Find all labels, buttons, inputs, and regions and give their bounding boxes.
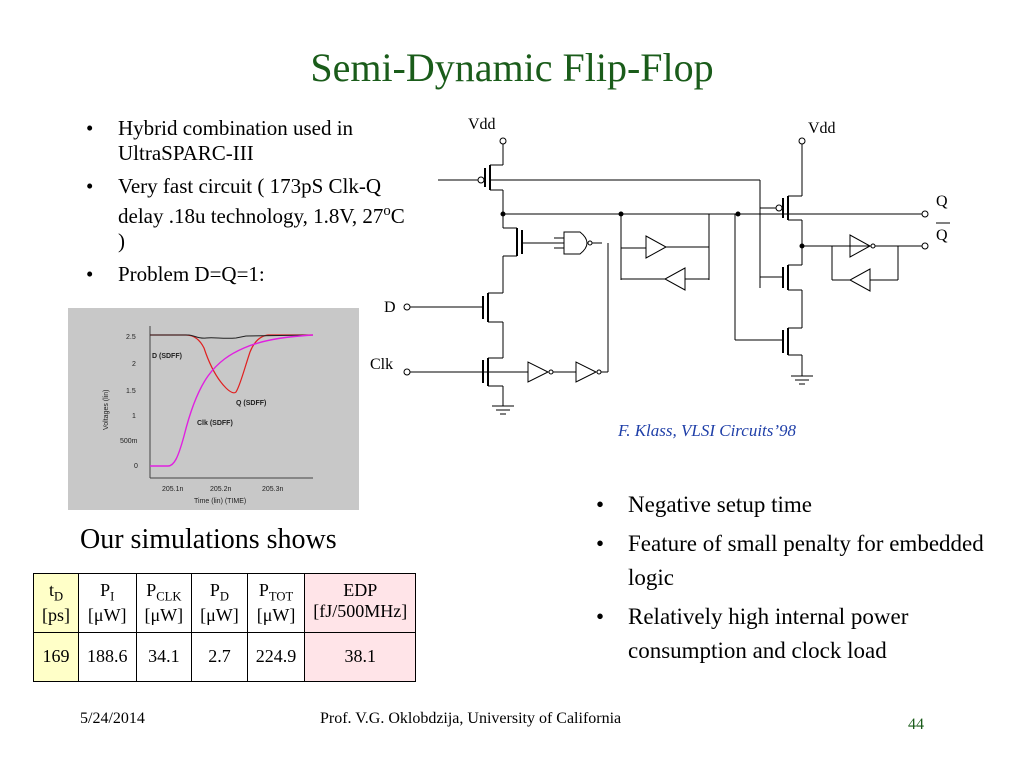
slide-title: Semi-Dynamic Flip-Flop [310, 45, 714, 90]
left-bullet-list: • Hybrid combination used in UltraSPARC-I… [80, 116, 410, 295]
q-label: Q [936, 193, 948, 210]
qbar-terminal [921, 242, 929, 250]
bullet-dot-icon: • [86, 174, 94, 198]
clk-trace [150, 334, 314, 467]
inverter [645, 235, 668, 259]
y-tick-label: 500m [120, 438, 138, 445]
header-cell-ptot: PTOT[μW] [246, 573, 306, 633]
y-tick-label: 1.5 [126, 388, 136, 395]
footer-author: Prof. V.G. Oklobdzija, University of Cal… [320, 710, 622, 727]
citation: F. Klass, VLSI Circuits’98 [618, 421, 797, 440]
bullet-text: Relatively high internal power consumpti… [628, 604, 909, 663]
vdd-terminal-left [499, 137, 507, 145]
header-cell-pi: PI[μW] [78, 573, 137, 633]
y-tick-label: 2.5 [126, 334, 136, 341]
q-trace [150, 334, 313, 394]
circuit-schematic: Vdd Vdd Q Q D Clk [370, 116, 950, 415]
bullet-text: Very fast circuit ( 173pS Clk-Q delay .1… [118, 174, 384, 228]
value-cell: 38.1 [304, 631, 417, 682]
temperature-unit: C ) [118, 204, 405, 253]
bullet-text: Problem D=Q=1: [118, 262, 265, 286]
plot-background [68, 308, 359, 510]
right-bullet-list: • Negative setup time • Feature of small p… [590, 488, 990, 673]
x-tick-label: 205.2n [210, 486, 232, 493]
bullet-dot-icon: • [596, 531, 605, 556]
d-trace [150, 334, 314, 339]
page-number: 44 [908, 716, 924, 733]
simulation-results-table: tD[ps] PI[μW] PCLK[μW] PD[μW] PTOT[μW] E… [33, 573, 417, 682]
header-cell-pd: PD[μW] [191, 573, 248, 633]
trace-label-q: Q (SDFF) [236, 400, 266, 407]
y-tick-label: 1 [132, 413, 136, 420]
y-axis-label: Voltages (lin) [103, 390, 110, 430]
qbar-label: Q [936, 227, 948, 244]
table-header-row: tD[ps] PI[μW] PCLK[μW] PD[μW] PTOT[μW] E… [33, 573, 417, 633]
inverter [575, 361, 598, 383]
bullet-text: Hybrid combination used in UltraSPARC-II… [118, 116, 354, 165]
bullet-item: • Hybrid combination used in UltraSPARC-I… [80, 116, 410, 166]
x-tick-label: 205.1n [162, 486, 184, 493]
vdd-terminal-right [798, 137, 806, 145]
value-cell: 224.9 [246, 631, 306, 682]
value-cell: 2.7 [191, 631, 248, 682]
header-cell-pclk: PCLK[μW] [135, 573, 193, 633]
clk-label: Clk [370, 356, 393, 373]
bullet-text: Feature of small penalty for embedded lo… [628, 531, 984, 590]
header-cell-td: tD[ps] [33, 573, 79, 633]
table-row: 169 188.6 34.1 2.7 224.9 38.1 [33, 631, 417, 682]
bullet-item: • Problem D=Q=1: [80, 262, 410, 287]
y-tick-label: 0 [134, 463, 138, 470]
waveform-plot: 2.5 2 1.5 1 500m 0 205.1n 205.2n 205.3n … [68, 308, 359, 510]
vdd-label-right: Vdd [808, 120, 836, 137]
trace-label-clk: Clk (SDFF) [197, 420, 233, 427]
x-axis-label: Time (lin) (TIME) [194, 498, 246, 505]
value-cell: 34.1 [135, 631, 193, 682]
header-cell-edp: EDP[fJ/500MHz] [304, 573, 417, 633]
bullet-dot-icon: • [86, 116, 94, 140]
footer-date: 5/24/2014 [80, 710, 145, 727]
bullet-item: • Relatively high internal power consumpt… [590, 600, 990, 668]
bullet-dot-icon: • [86, 262, 94, 286]
inverter [663, 267, 686, 291]
bullet-item: • Very fast circuit ( 173pS Clk-Q delay .… [80, 174, 410, 254]
simulation-heading: Our simulations shows [80, 524, 337, 555]
inverter [848, 268, 871, 292]
x-tick-label: 205.3n [262, 486, 284, 493]
inverter [849, 234, 872, 258]
vdd-label-left: Vdd [468, 116, 496, 133]
bullet-dot-icon: • [596, 604, 605, 629]
value-cell: 188.6 [78, 631, 137, 682]
bullet-text: Negative setup time [628, 492, 812, 517]
q-terminal [921, 210, 929, 218]
clk-terminal [403, 368, 411, 376]
trace-label-d: D (SDFF) [152, 353, 182, 360]
value-cell: 169 [33, 631, 79, 682]
bullet-item: • Feature of small penalty for embedded l… [590, 527, 990, 595]
d-label: D [384, 299, 396, 316]
d-terminal [403, 303, 411, 311]
nand-gate [563, 231, 588, 255]
bullet-dot-icon: • [596, 492, 605, 517]
inverter [527, 361, 550, 383]
y-tick-label: 2 [132, 361, 136, 368]
degree-superscript: o [383, 203, 391, 219]
bullet-item: • Negative setup time [590, 488, 990, 522]
